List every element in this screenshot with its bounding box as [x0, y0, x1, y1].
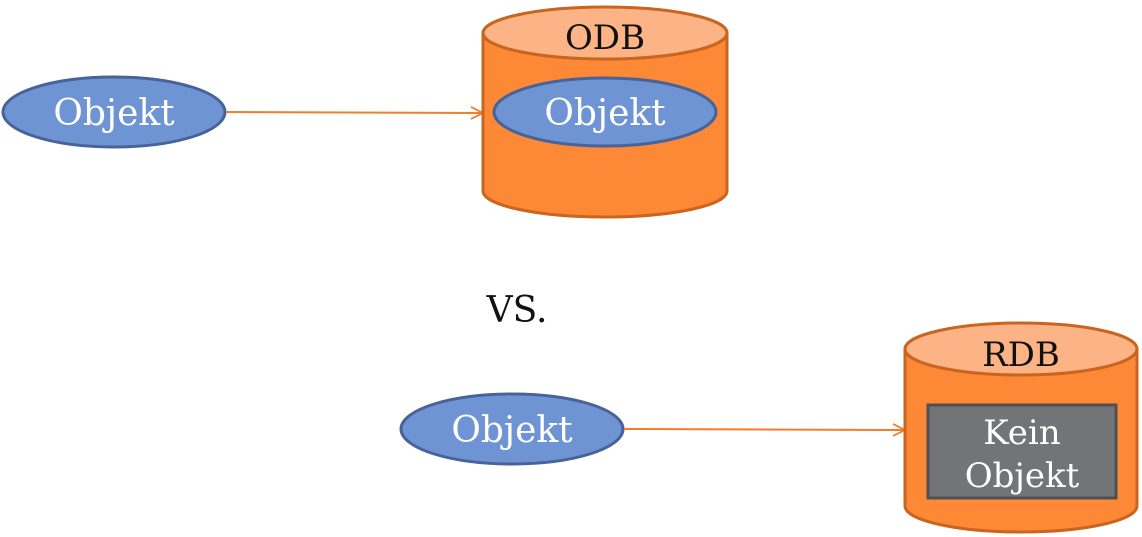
rdb-label: RDB	[982, 335, 1060, 375]
vs-separator: VS.	[486, 290, 548, 331]
top-source-object-label: Objekt	[53, 93, 175, 134]
rdb-inner-line2: Objekt	[965, 456, 1080, 496]
odb-inner-object: Objekt	[492, 76, 718, 148]
bottom-arrow	[623, 429, 904, 430]
top-source-object: Objekt	[1, 75, 227, 149]
top-arrow	[225, 112, 482, 113]
rdb-inner-box: Kein Objekt	[926, 403, 1118, 500]
bottom-source-object: Objekt	[399, 392, 625, 466]
bottom-source-object-label: Objekt	[451, 410, 573, 451]
odb-label: ODB	[565, 18, 645, 58]
rdb-inner-line1: Kein	[983, 413, 1060, 453]
odb-inner-object-label: Objekt	[544, 93, 666, 134]
